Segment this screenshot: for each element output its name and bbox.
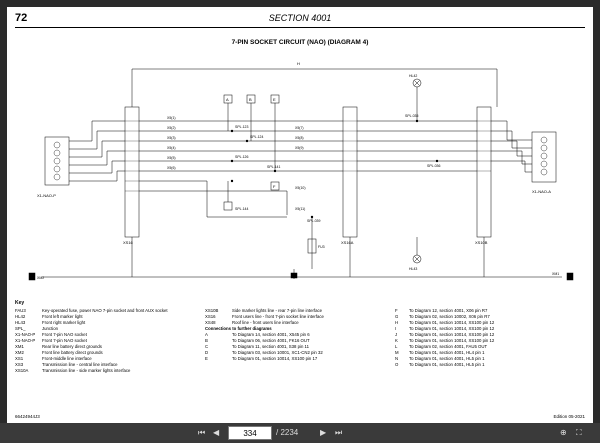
ground-xm1: XM1 bbox=[552, 272, 559, 276]
ref-f: F bbox=[273, 184, 276, 189]
connector-label: X5(7) bbox=[295, 126, 304, 130]
fullscreen-icon[interactable]: ⛶ bbox=[576, 428, 582, 437]
pdf-viewer-toolbar: ⏮ ◀ / 2234 ▶ ⏭ ⊕ ⛶ bbox=[0, 423, 600, 443]
wiring-diagram: H X1-NAO-P X1-NAO-A XS16 XS16A XS10B bbox=[28, 61, 574, 281]
page-header: 72 SECTION 4001 bbox=[15, 11, 585, 28]
lamp-hl42-label: HL42 bbox=[409, 74, 417, 78]
right-socket bbox=[531, 131, 557, 183]
splice-label: SPL.124 bbox=[250, 135, 263, 139]
left-socket bbox=[44, 136, 70, 186]
section-title: SECTION 4001 bbox=[268, 13, 332, 23]
manual-page: 72 SECTION 4001 7-PIN SOCKET CIRCUIT (NA… bbox=[7, 7, 593, 423]
connector-label: X5(2) bbox=[167, 126, 176, 130]
xs16a-label: XS16A bbox=[341, 240, 354, 245]
splice-label: SPL.144 bbox=[235, 207, 248, 211]
connector-label: X5(10) bbox=[295, 186, 306, 190]
connector-label: X5(6) bbox=[167, 166, 176, 170]
ground-xm2: XM2 bbox=[37, 276, 44, 280]
connector-label: X5(1) bbox=[167, 116, 176, 120]
diagram-title: 7-PIN SOCKET CIRCUIT (NAO) (DIAGRAM 4) bbox=[231, 39, 369, 46]
ref-b: B bbox=[249, 97, 252, 102]
xs10b-label: XS10B bbox=[475, 240, 488, 245]
splice-label: SPL.035 bbox=[405, 114, 418, 118]
ref-e: E bbox=[273, 97, 276, 102]
connector-label: X5(9) bbox=[295, 146, 304, 150]
connector-label: X5(3) bbox=[167, 136, 176, 140]
key-heading: Key bbox=[15, 300, 25, 306]
zoom-icon[interactable]: ⊕ bbox=[560, 428, 567, 437]
last-page-icon[interactable]: ⏭ bbox=[335, 428, 343, 437]
connector-label: X5(11) bbox=[295, 207, 305, 211]
connections-heading: Connections to further diagrams bbox=[205, 326, 272, 331]
right-socket-label: X1-NAO-A bbox=[532, 189, 551, 194]
doc-id: 66424944J3 bbox=[15, 414, 40, 419]
first-page-icon[interactable]: ⏮ bbox=[198, 428, 206, 437]
next-page-icon[interactable]: ▶ bbox=[320, 428, 327, 437]
key-row: SPL_Junction bbox=[15, 326, 59, 331]
connector-label: X5(5) bbox=[167, 156, 176, 160]
ref-a: A bbox=[226, 97, 229, 102]
page-number: 72 bbox=[15, 12, 28, 24]
edition: Edition 05-2021 bbox=[553, 414, 585, 419]
connector-label: X5(8) bbox=[295, 136, 304, 140]
top-marker: H bbox=[297, 61, 300, 66]
xs16-block bbox=[124, 106, 140, 238]
left-socket-label: X1-NAO-P bbox=[37, 193, 56, 198]
page-number-input[interactable] bbox=[228, 426, 272, 440]
splice-label: SPL.036 bbox=[427, 164, 440, 168]
splice-label: SPL.123 bbox=[235, 125, 248, 129]
splice-label: SPL.039 bbox=[307, 219, 320, 223]
splice-label: SPL.141 bbox=[267, 165, 280, 169]
total-pages: / 2234 bbox=[276, 428, 299, 437]
xs10b-block bbox=[476, 106, 492, 238]
xs16a-block bbox=[342, 106, 358, 238]
xs16-label: XS16 bbox=[123, 240, 134, 245]
fuse-label: FU3 bbox=[318, 245, 325, 249]
connector-label: X5(4) bbox=[167, 146, 176, 150]
splice-label: SPL.126 bbox=[235, 155, 248, 159]
prev-page-icon[interactable]: ◀ bbox=[213, 428, 220, 437]
lamp-hl43-label: HL43 bbox=[409, 267, 417, 271]
